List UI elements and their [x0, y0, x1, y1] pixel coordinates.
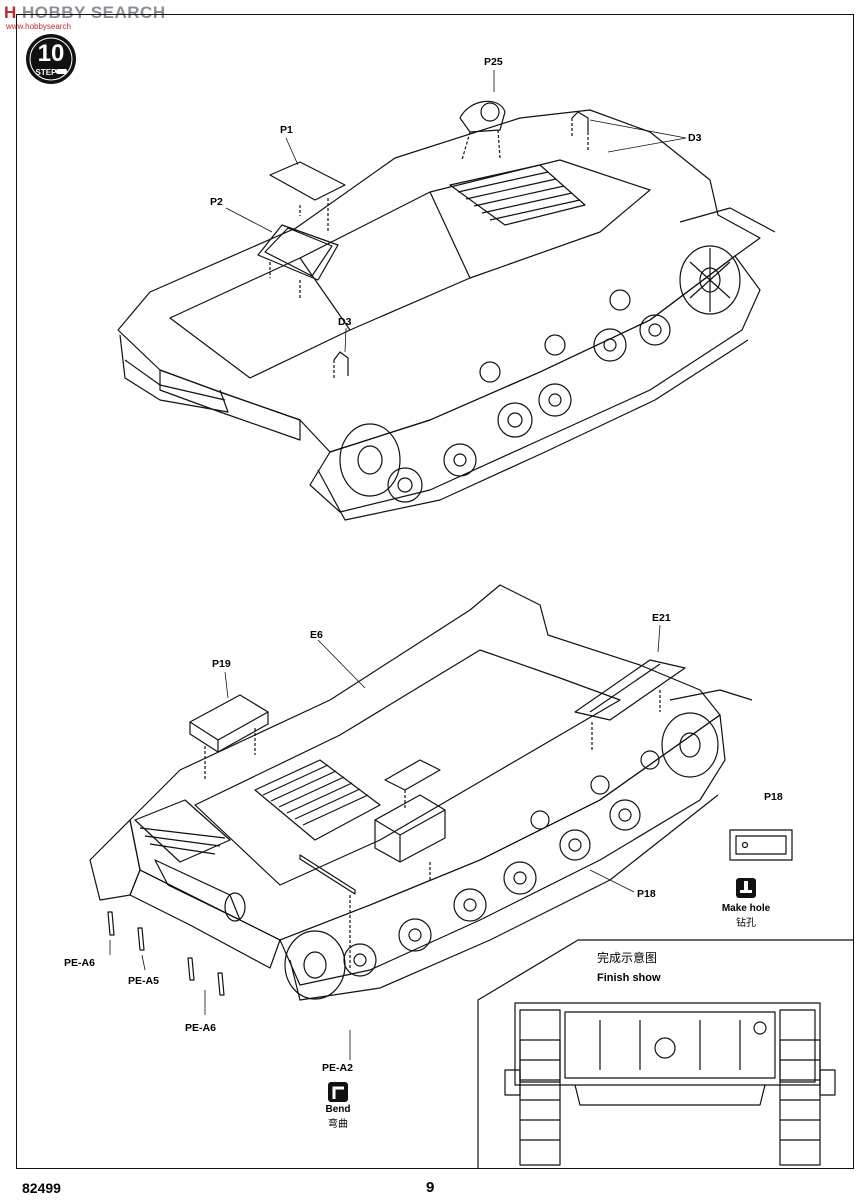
label-e21: E21: [652, 612, 671, 624]
bend-label-en: Bend: [325, 1104, 351, 1115]
label-e6: E6: [310, 629, 323, 641]
label-d3-mid: D3: [338, 316, 352, 328]
page-number: 9: [426, 1179, 435, 1196]
bend-icon: [328, 1082, 348, 1102]
make-hole-icon: [736, 878, 756, 898]
p18-detail-drawing: [729, 829, 793, 861]
label-p18-part: P18: [637, 888, 656, 900]
watermark-url: www.hobbysearch: [6, 22, 71, 31]
finish-title-cn: 完成示意图: [597, 951, 658, 965]
label-p25: P25: [484, 56, 503, 68]
make-hole-caption: Make hole 钻孔: [711, 903, 781, 929]
step-badge-icon: 10 STEP: [26, 34, 76, 84]
bend-caption: Bend 弯曲: [303, 1104, 373, 1130]
step-label: STEP: [36, 68, 58, 77]
bend-label-cn: 弯曲: [328, 1119, 348, 1130]
label-p2: P2: [210, 196, 223, 208]
watermark: H HOBBY SEARCH: [4, 3, 166, 23]
label-d3-top: D3: [688, 132, 702, 144]
finish-inset-drawing: [477, 939, 854, 1168]
page-frame: [16, 14, 854, 1169]
label-p1: P1: [280, 124, 293, 136]
bottom-vehicle-drawing: [89, 584, 753, 1060]
step-number: 10: [38, 40, 65, 67]
watermark-brand-right: HOBBY SEARCH: [22, 3, 166, 22]
label-pe-a6-bottom: PE-A6: [185, 1022, 216, 1034]
label-p18-detail: P18: [764, 791, 783, 803]
label-pe-a6-left: PE-A6: [64, 957, 95, 969]
finish-title-en: Finish show: [597, 972, 661, 984]
label-pe-a2: PE-A2: [322, 1062, 353, 1074]
step-badge: 10 STEP: [22, 32, 80, 86]
kit-number: 82499: [22, 1180, 61, 1196]
top-vehicle-drawing: [117, 70, 776, 521]
watermark-brand-left: H: [4, 3, 17, 22]
label-p19: P19: [212, 658, 231, 670]
make-hole-label-cn: 钻孔: [736, 918, 756, 929]
label-pe-a5: PE-A5: [128, 975, 159, 987]
make-hole-label-en: Make hole: [721, 903, 771, 914]
